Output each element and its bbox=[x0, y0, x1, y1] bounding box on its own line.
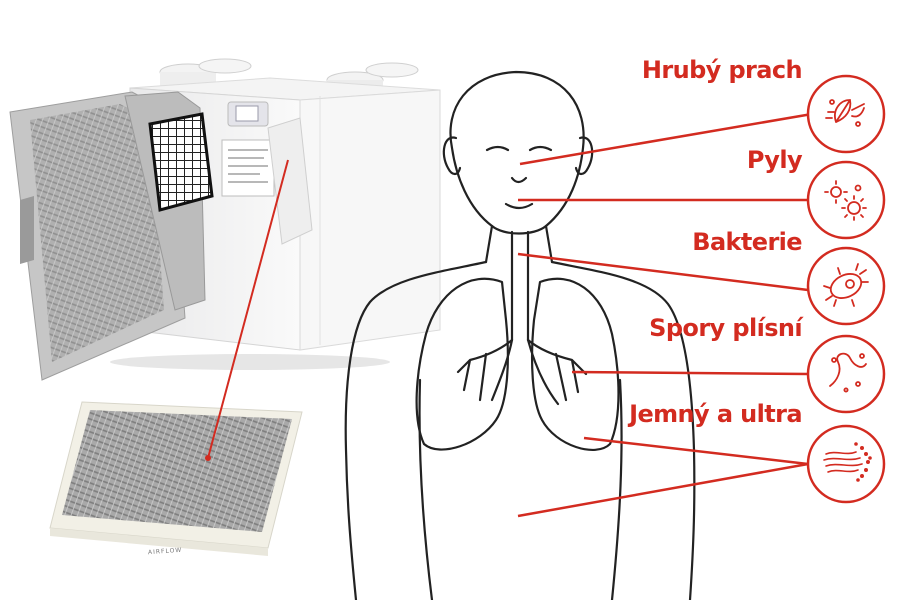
nose bbox=[510, 176, 528, 184]
label-coarse-dust: Hrubý prach bbox=[641, 56, 803, 84]
label-mold-spores: Spory plísní bbox=[649, 314, 802, 342]
left-ear bbox=[442, 136, 462, 176]
right-eye bbox=[528, 145, 553, 152]
label-fine-dust: Jemný a ultra bbox=[629, 400, 802, 428]
bacteria-icon bbox=[823, 263, 869, 307]
coarse-dust-icon bbox=[825, 99, 865, 127]
mold-spores-icon bbox=[829, 352, 867, 393]
mold-spores-circle bbox=[806, 334, 886, 414]
pollen-icon bbox=[824, 180, 867, 221]
mold-spores-line bbox=[571, 370, 809, 376]
right-ear bbox=[574, 136, 594, 176]
trachea bbox=[510, 230, 530, 342]
fine-dust-icon bbox=[823, 442, 872, 482]
duct-collar bbox=[365, 62, 419, 78]
human-outline bbox=[344, 70, 696, 600]
label-pollen: Pyly bbox=[746, 146, 803, 174]
fine-dust-circle bbox=[806, 424, 886, 504]
right-lung bbox=[531, 277, 620, 452]
bacteria-line bbox=[517, 252, 809, 292]
label-bacteria: Bakterie bbox=[692, 228, 802, 256]
filter-panel bbox=[49, 401, 303, 556]
head bbox=[449, 70, 585, 235]
indicator-lines bbox=[517, 112, 813, 518]
duct-collar bbox=[198, 58, 252, 74]
coarse-dust-line bbox=[519, 112, 813, 166]
bronchi bbox=[456, 338, 514, 402]
fine-dust-line-upper bbox=[583, 436, 809, 466]
left-eye bbox=[485, 145, 510, 152]
mouth bbox=[504, 202, 534, 210]
left-lung bbox=[415, 277, 509, 451]
filter-pointer-line bbox=[207, 159, 289, 459]
ventilation-unit bbox=[9, 58, 441, 381]
fine-dust-line-lower bbox=[517, 462, 809, 518]
torso bbox=[344, 260, 488, 600]
filter-pointer-dot bbox=[205, 455, 211, 461]
filter-frame bbox=[148, 112, 214, 212]
rating-sticker bbox=[221, 139, 275, 197]
